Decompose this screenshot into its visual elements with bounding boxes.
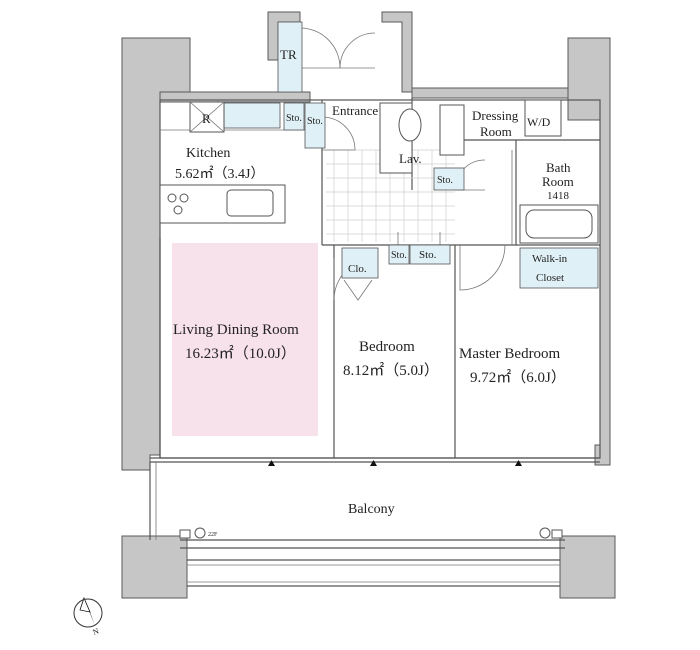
bedroom-name: Bedroom (359, 339, 415, 355)
storages (223, 21, 599, 289)
labels: TR Entrance Sto. Sto. Dressing Room W/D … (92, 47, 574, 637)
sto-label-5: Sto. (419, 249, 437, 261)
fixtures (159, 99, 599, 245)
clo-label: Clo. (348, 263, 367, 275)
walkin-label-2: Closet (536, 272, 564, 284)
tr-label: TR (280, 47, 297, 62)
sto-label-3: Sto. (437, 175, 453, 186)
compass-n-label: N (92, 626, 101, 637)
bath-size: 1418 (547, 190, 570, 202)
ldr-name: Living Dining Room (173, 322, 299, 338)
bedroom-size: 8.12㎡（5.0J） (343, 362, 439, 379)
sto-label-4: Sto. (391, 250, 407, 261)
entrance-label: Entrance (332, 103, 378, 118)
living-dining-fill (172, 243, 318, 436)
sto-label-1: Sto. (286, 113, 302, 124)
balcony-structure (149, 460, 565, 587)
kitchen-name: Kitchen (186, 146, 230, 161)
dressing-label-2: Room (480, 124, 512, 139)
kitchen-size: 5.62㎡（3.4J） (175, 166, 264, 182)
lav-label: Lav. (399, 151, 422, 166)
walls (121, 11, 616, 599)
interior-walls (150, 98, 601, 463)
wd-label: W/D (527, 115, 551, 129)
bath-label-2: Room (542, 174, 574, 189)
sto-label-2: Sto. (307, 116, 323, 127)
refrigerator-label: R (202, 111, 211, 126)
ldr-size: 16.23㎡（10.0J） (185, 345, 296, 362)
dressing-label-1: Dressing (472, 108, 519, 123)
master-size: 9.72㎡（6.0J） (470, 369, 566, 386)
master-name: Master Bedroom (459, 346, 561, 362)
ac-label: 22F (208, 532, 218, 538)
compass-icon (73, 596, 103, 628)
bath-label-1: Bath (546, 160, 571, 175)
walkin-label-1: Walk-in (532, 253, 568, 265)
entrance-hall-tiles (326, 149, 455, 242)
balcony-label: Balcony (348, 502, 395, 517)
